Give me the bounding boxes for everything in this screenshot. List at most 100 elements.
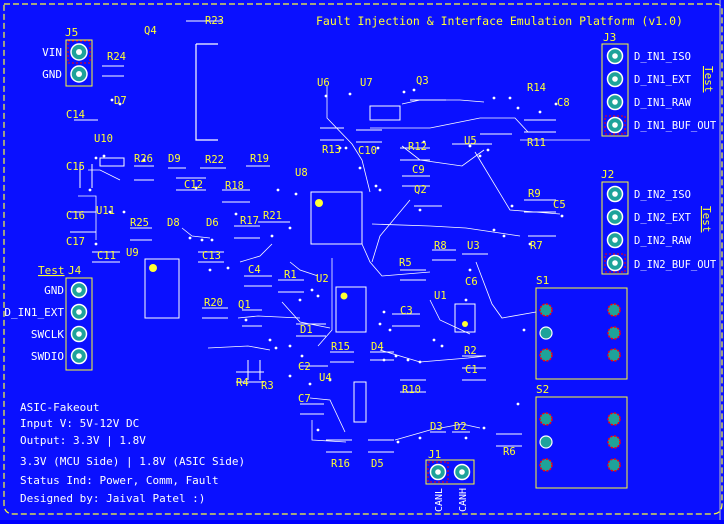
j4-ref: J4 bbox=[68, 264, 82, 277]
ref-c4: C4 bbox=[248, 264, 261, 276]
j1-outline bbox=[425, 459, 475, 485]
ref-d1: D1 bbox=[300, 324, 313, 336]
ref-r4: R4 bbox=[236, 377, 249, 389]
connector-j4[interactable]: Test J4 GND D_IN1_EXT SWCLK SWDIO bbox=[4, 264, 93, 371]
u1-body bbox=[454, 303, 476, 333]
note-output-voltage: Output: 3.3V | 1.8V bbox=[20, 434, 146, 447]
s2-pad-2 bbox=[539, 435, 553, 449]
j4-pin3-label: SWCLK bbox=[31, 328, 64, 341]
ref-r7: R7 bbox=[530, 240, 543, 252]
s1-pad-3 bbox=[539, 348, 553, 362]
j4-pin2-drill bbox=[76, 309, 82, 315]
j5-outline bbox=[65, 39, 93, 87]
ref-r10: R10 bbox=[402, 384, 421, 396]
j1-pin2-drill bbox=[459, 469, 465, 475]
j5-pin2-label: GND bbox=[42, 68, 62, 81]
ref-c12: C12 bbox=[184, 179, 203, 191]
switch-s2[interactable]: S2 bbox=[535, 383, 628, 489]
ref-r25: R25 bbox=[130, 217, 149, 229]
ref-c9: C9 bbox=[412, 164, 425, 176]
ref-c8: C8 bbox=[557, 97, 570, 109]
ref-r15: R15 bbox=[331, 341, 350, 353]
s2-ref: S2 bbox=[536, 383, 549, 396]
ref-d4: D4 bbox=[371, 341, 384, 353]
ref-c6: C6 bbox=[465, 276, 478, 288]
s2-pad-6 bbox=[607, 458, 621, 472]
board-notes: ASIC-Fakeout Input V: 5V-12V DC Output: … bbox=[20, 401, 245, 505]
j4-pin4-drill bbox=[76, 353, 82, 359]
j2-pin4-keepout bbox=[604, 253, 626, 273]
ref-q2: Q2 bbox=[414, 184, 427, 196]
j3-outline bbox=[601, 43, 629, 137]
u1-pin1-marker bbox=[462, 321, 468, 327]
j1-pin1-drill bbox=[435, 469, 441, 475]
j3-pin1-drill bbox=[612, 53, 618, 59]
s1-ref: S1 bbox=[536, 274, 549, 287]
u8-body bbox=[310, 191, 363, 245]
s1-pad-1 bbox=[539, 303, 553, 317]
ic-u8[interactable] bbox=[310, 191, 363, 245]
ref-q3: Q3 bbox=[416, 75, 429, 87]
j2-pin4-drill bbox=[612, 260, 618, 266]
ref-d9: D9 bbox=[168, 153, 181, 165]
ref-u7: U7 bbox=[360, 77, 373, 89]
j2-pin3-label: D_IN2_RAW bbox=[634, 235, 692, 247]
j5-pin2-drill bbox=[76, 71, 82, 77]
ref-q1: Q1 bbox=[238, 299, 251, 311]
j5-pin1-keepout bbox=[67, 40, 91, 64]
ic-u7-body bbox=[369, 105, 401, 121]
ref-r13: R13 bbox=[322, 144, 341, 156]
j4-pin1-label: GND bbox=[44, 284, 64, 297]
j4-pin4-label: SWDIO bbox=[31, 350, 64, 363]
switch-s1[interactable]: S1 bbox=[535, 274, 628, 380]
u9-pin1-marker bbox=[149, 264, 157, 272]
ref-r19: R19 bbox=[250, 153, 269, 165]
j1-pin1-keepout bbox=[427, 461, 449, 483]
connector-j3[interactable]: J3 D_IN1_ISO D_IN1_EXT D_IN1_RAW D_IN1_B… bbox=[601, 31, 717, 137]
u9-body bbox=[144, 258, 180, 319]
j3-pin4-keepout bbox=[604, 115, 626, 135]
connector-j1[interactable]: J1 CANL CANH bbox=[425, 448, 475, 512]
ref-r6: R6 bbox=[503, 446, 516, 458]
connector-j2[interactable]: J2 D_IN2_ISO D_IN2_EXT D_IN2_RAW D_IN2_B… bbox=[601, 168, 717, 275]
note-rail-domains: 3.3V (MCU Side) | 1.8V (ASIC Side) bbox=[20, 455, 245, 468]
ref-c1: C1 bbox=[465, 364, 478, 376]
j3-test-label: Test bbox=[702, 66, 715, 93]
ref-r3: R3 bbox=[261, 380, 274, 392]
s2-pad-5 bbox=[607, 435, 621, 449]
s2-pad-3 bbox=[539, 458, 553, 472]
j4-test-label: Test bbox=[38, 264, 65, 277]
board-title: Fault Injection & Interface Emulation Pl… bbox=[316, 14, 683, 28]
ref-c5: C5 bbox=[553, 199, 566, 211]
s1-pad-2 bbox=[539, 326, 553, 340]
ic-u10-body bbox=[99, 157, 125, 167]
ic-u2[interactable] bbox=[335, 286, 367, 333]
j2-pin3-drill bbox=[612, 237, 618, 243]
j2-outline bbox=[601, 181, 629, 275]
ref-r14: R14 bbox=[527, 82, 546, 94]
ref-q4: Q4 bbox=[144, 25, 157, 37]
j3-pin3-label: D_IN1_RAW bbox=[634, 97, 692, 109]
ic-u9[interactable] bbox=[144, 258, 180, 319]
s1-pad-4 bbox=[607, 303, 621, 317]
s2-pad-1 bbox=[539, 412, 553, 426]
j1-pin1-label: CANL bbox=[434, 488, 445, 512]
j4-pin3-drill bbox=[76, 331, 82, 337]
note-status-indicators: Status Ind: Power, Comm, Fault bbox=[20, 474, 219, 487]
note-input-voltage: Input V: 5V-12V DC bbox=[20, 417, 139, 430]
j5-pin1-label: VIN bbox=[42, 46, 62, 59]
ref-r26: R26 bbox=[134, 153, 153, 165]
ref-r9: R9 bbox=[528, 188, 541, 200]
connector-j5[interactable]: J5 VIN GND bbox=[42, 26, 93, 87]
ic-u1[interactable] bbox=[454, 303, 476, 333]
traces bbox=[78, 86, 590, 443]
ref-r5: R5 bbox=[399, 257, 412, 269]
ref-c17: C17 bbox=[66, 236, 85, 248]
j2-pin2-label: D_IN2_EXT bbox=[634, 212, 692, 224]
ref-u4: U4 bbox=[319, 372, 332, 384]
j3-pin4-label: D_IN1_BUF_OUT bbox=[634, 120, 717, 132]
j3-pin3-drill bbox=[612, 99, 618, 105]
ic-u4-body bbox=[353, 381, 367, 423]
